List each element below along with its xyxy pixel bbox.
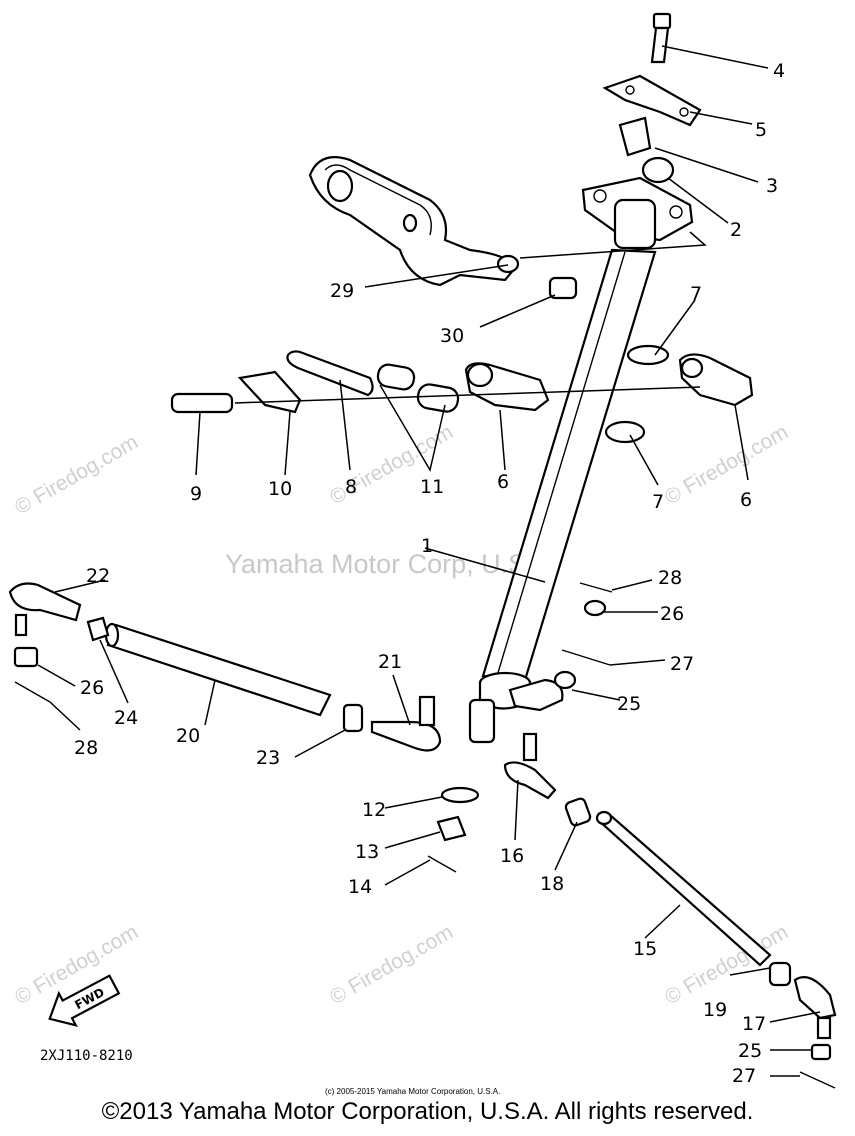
leader-lines	[37, 45, 821, 1077]
watermark-site: © Firedog.com	[326, 920, 457, 1009]
small-copyright: (c) 2005-2015 Yamaha Motor Corporation, …	[325, 1087, 500, 1096]
callout-27a: 27	[670, 653, 694, 675]
callout-19: 19	[703, 999, 727, 1021]
upper-holder-assembly	[581, 12, 702, 250]
callout-6b: 6	[740, 489, 752, 511]
callout-26b: 26	[660, 603, 684, 625]
callout-7b: 7	[652, 491, 664, 513]
diagram-code: 2XJ110-8210	[40, 1048, 133, 1064]
callout-13: 13	[355, 841, 379, 863]
callout-16: 16	[500, 845, 524, 867]
callout-28b: 28	[658, 567, 682, 589]
watermark-site: © Firedog.com	[661, 420, 792, 509]
callout-15: 15	[633, 938, 657, 960]
callout-21: 21	[378, 651, 402, 673]
callout-25b: 25	[738, 1040, 762, 1062]
callout-12: 12	[362, 799, 386, 821]
callout-27b: 27	[732, 1065, 756, 1087]
callout-9: 9	[190, 483, 202, 505]
callout-29: 29	[330, 280, 354, 302]
callout-24: 24	[114, 707, 138, 729]
callout-22: 22	[86, 565, 110, 587]
callout-6a: 6	[497, 471, 509, 493]
watermark-main: Yamaha Motor Corp, U.S.A.	[225, 549, 559, 579]
steering-lever-assembly	[308, 156, 578, 300]
copyright-footer: ©2013 Yamaha Motor Corporation, U.S.A. A…	[101, 1098, 754, 1125]
callout-14: 14	[348, 876, 372, 898]
callout-8: 8	[345, 476, 357, 498]
callout-30: 30	[440, 325, 464, 347]
callout-4: 4	[773, 60, 785, 82]
callout-7a: 7	[690, 283, 702, 305]
left-tie-rod-assembly	[8, 582, 332, 717]
callout-3: 3	[766, 175, 778, 197]
callout-18: 18	[540, 873, 564, 895]
callout-20: 20	[176, 725, 200, 747]
callout-1: 1	[421, 535, 433, 557]
watermark-site: © Firedog.com	[11, 430, 142, 519]
callout-25a: 25	[617, 693, 641, 715]
callout-23: 23	[256, 747, 280, 769]
callout-28a: 28	[74, 737, 98, 759]
steering-shaft	[468, 248, 657, 744]
lower-fastener-parts	[427, 786, 480, 873]
callout-17: 17	[742, 1013, 766, 1035]
callout-26a: 26	[80, 677, 104, 699]
callout-labels: 1 2 3 4 5 6 6 7 7 8 9 10 11 12 13 14 15 …	[74, 60, 785, 1087]
clamp-assembly	[170, 344, 754, 444]
callout-5: 5	[755, 119, 767, 141]
callout-10: 10	[268, 478, 292, 500]
right-tie-rod-assembly	[342, 582, 837, 1089]
callout-2: 2	[730, 219, 742, 241]
callout-11: 11	[420, 476, 444, 498]
